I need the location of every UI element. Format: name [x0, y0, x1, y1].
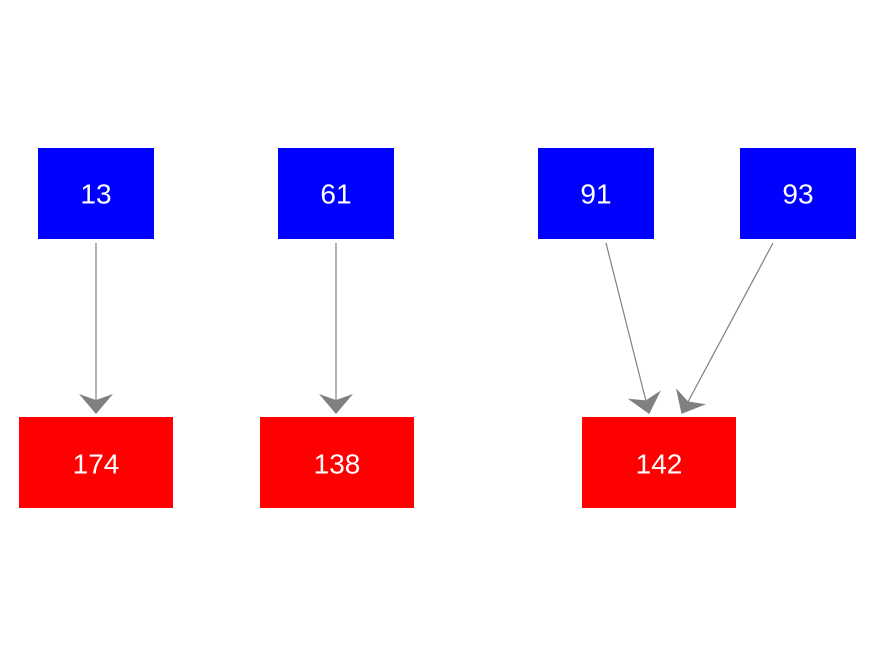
- node-138[interactable]: 138: [260, 417, 414, 508]
- node-174-label: 174: [73, 449, 120, 480]
- node-61[interactable]: 61: [278, 148, 394, 239]
- node-93-box: [740, 148, 856, 239]
- node-91-label: 91: [580, 179, 611, 210]
- node-91-box: [538, 148, 654, 239]
- node-142-label: 142: [636, 449, 683, 480]
- node-138-label: 138: [314, 449, 361, 480]
- node-142[interactable]: 142: [582, 417, 736, 508]
- node-61-box: [278, 148, 394, 239]
- node-142-box: [582, 417, 736, 508]
- node-93-label: 93: [782, 179, 813, 210]
- edge-93-142: [675, 242, 774, 414]
- node-91[interactable]: 91: [538, 148, 654, 239]
- node-174[interactable]: 174: [19, 417, 173, 508]
- node-174-box: [19, 417, 173, 508]
- node-61-label: 61: [320, 179, 351, 210]
- node-13[interactable]: 13: [38, 148, 154, 239]
- edges: [79, 242, 774, 414]
- node-13-label: 13: [80, 179, 111, 210]
- node-138-box: [260, 417, 414, 508]
- node-13-box: [38, 148, 154, 239]
- node-93[interactable]: 93: [740, 148, 856, 239]
- edge-91-142: [605, 242, 661, 414]
